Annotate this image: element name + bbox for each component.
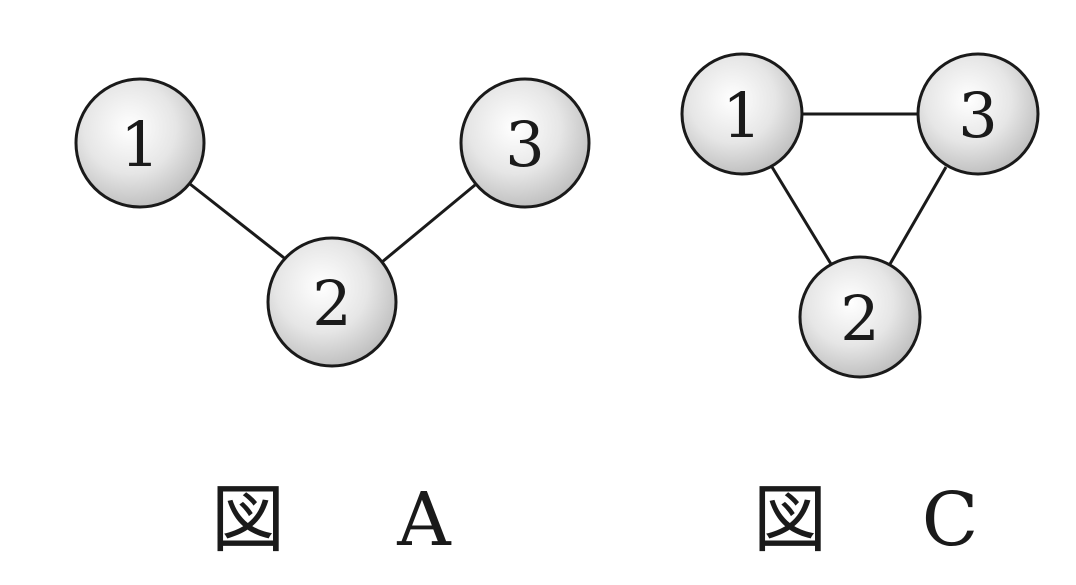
figure-a-node-2-circle: [266, 236, 398, 368]
figure-c-node-2-label: 2: [840, 282, 879, 355]
figure-c-edges: [770, 112, 948, 265]
figure-a-node-1-label: 1: [120, 108, 159, 181]
figure-a-node-2: 2: [266, 236, 398, 368]
figure-c-node-3-label: 3: [958, 79, 997, 152]
figure-c-node-3-circle: [916, 52, 1040, 176]
figure-a-node-2-label: 2: [312, 267, 351, 340]
figure-c: 1 2 3 図 C: [680, 52, 1040, 563]
figure-a-node-1: 1: [74, 77, 206, 209]
figure-c-node-2: 2: [798, 255, 922, 379]
figure-c-node-1-label: 1: [722, 79, 761, 152]
figure-c-caption-prefix: 図: [753, 477, 827, 563]
figure-a-edge-2-3: [381, 183, 476, 264]
figure-a-node-3: 3: [459, 77, 591, 209]
figure-a-edge-1-2: [189, 182, 289, 263]
figure-c-node-2-circle: [798, 255, 922, 379]
figure-c-node-3: 3: [916, 52, 1040, 176]
figure-a-caption-letter: A: [396, 477, 452, 563]
figure-a-node-1-circle: [74, 77, 206, 209]
figure-c-node-1: 1: [680, 52, 804, 176]
figure-c-node-1-circle: [680, 52, 804, 176]
figure-c-caption-letter: C: [922, 477, 979, 563]
figure-a-edges: [189, 182, 476, 264]
figure-a-node-3-circle: [459, 77, 591, 209]
figure-c-edge-2-3: [888, 166, 948, 265]
figure-a: 1 2 3 図 A: [74, 77, 591, 563]
figure-a-node-3-label: 3: [505, 108, 544, 181]
figure-c-edge-1-2: [770, 166, 833, 265]
figure-a-caption-prefix: 図: [211, 477, 285, 563]
